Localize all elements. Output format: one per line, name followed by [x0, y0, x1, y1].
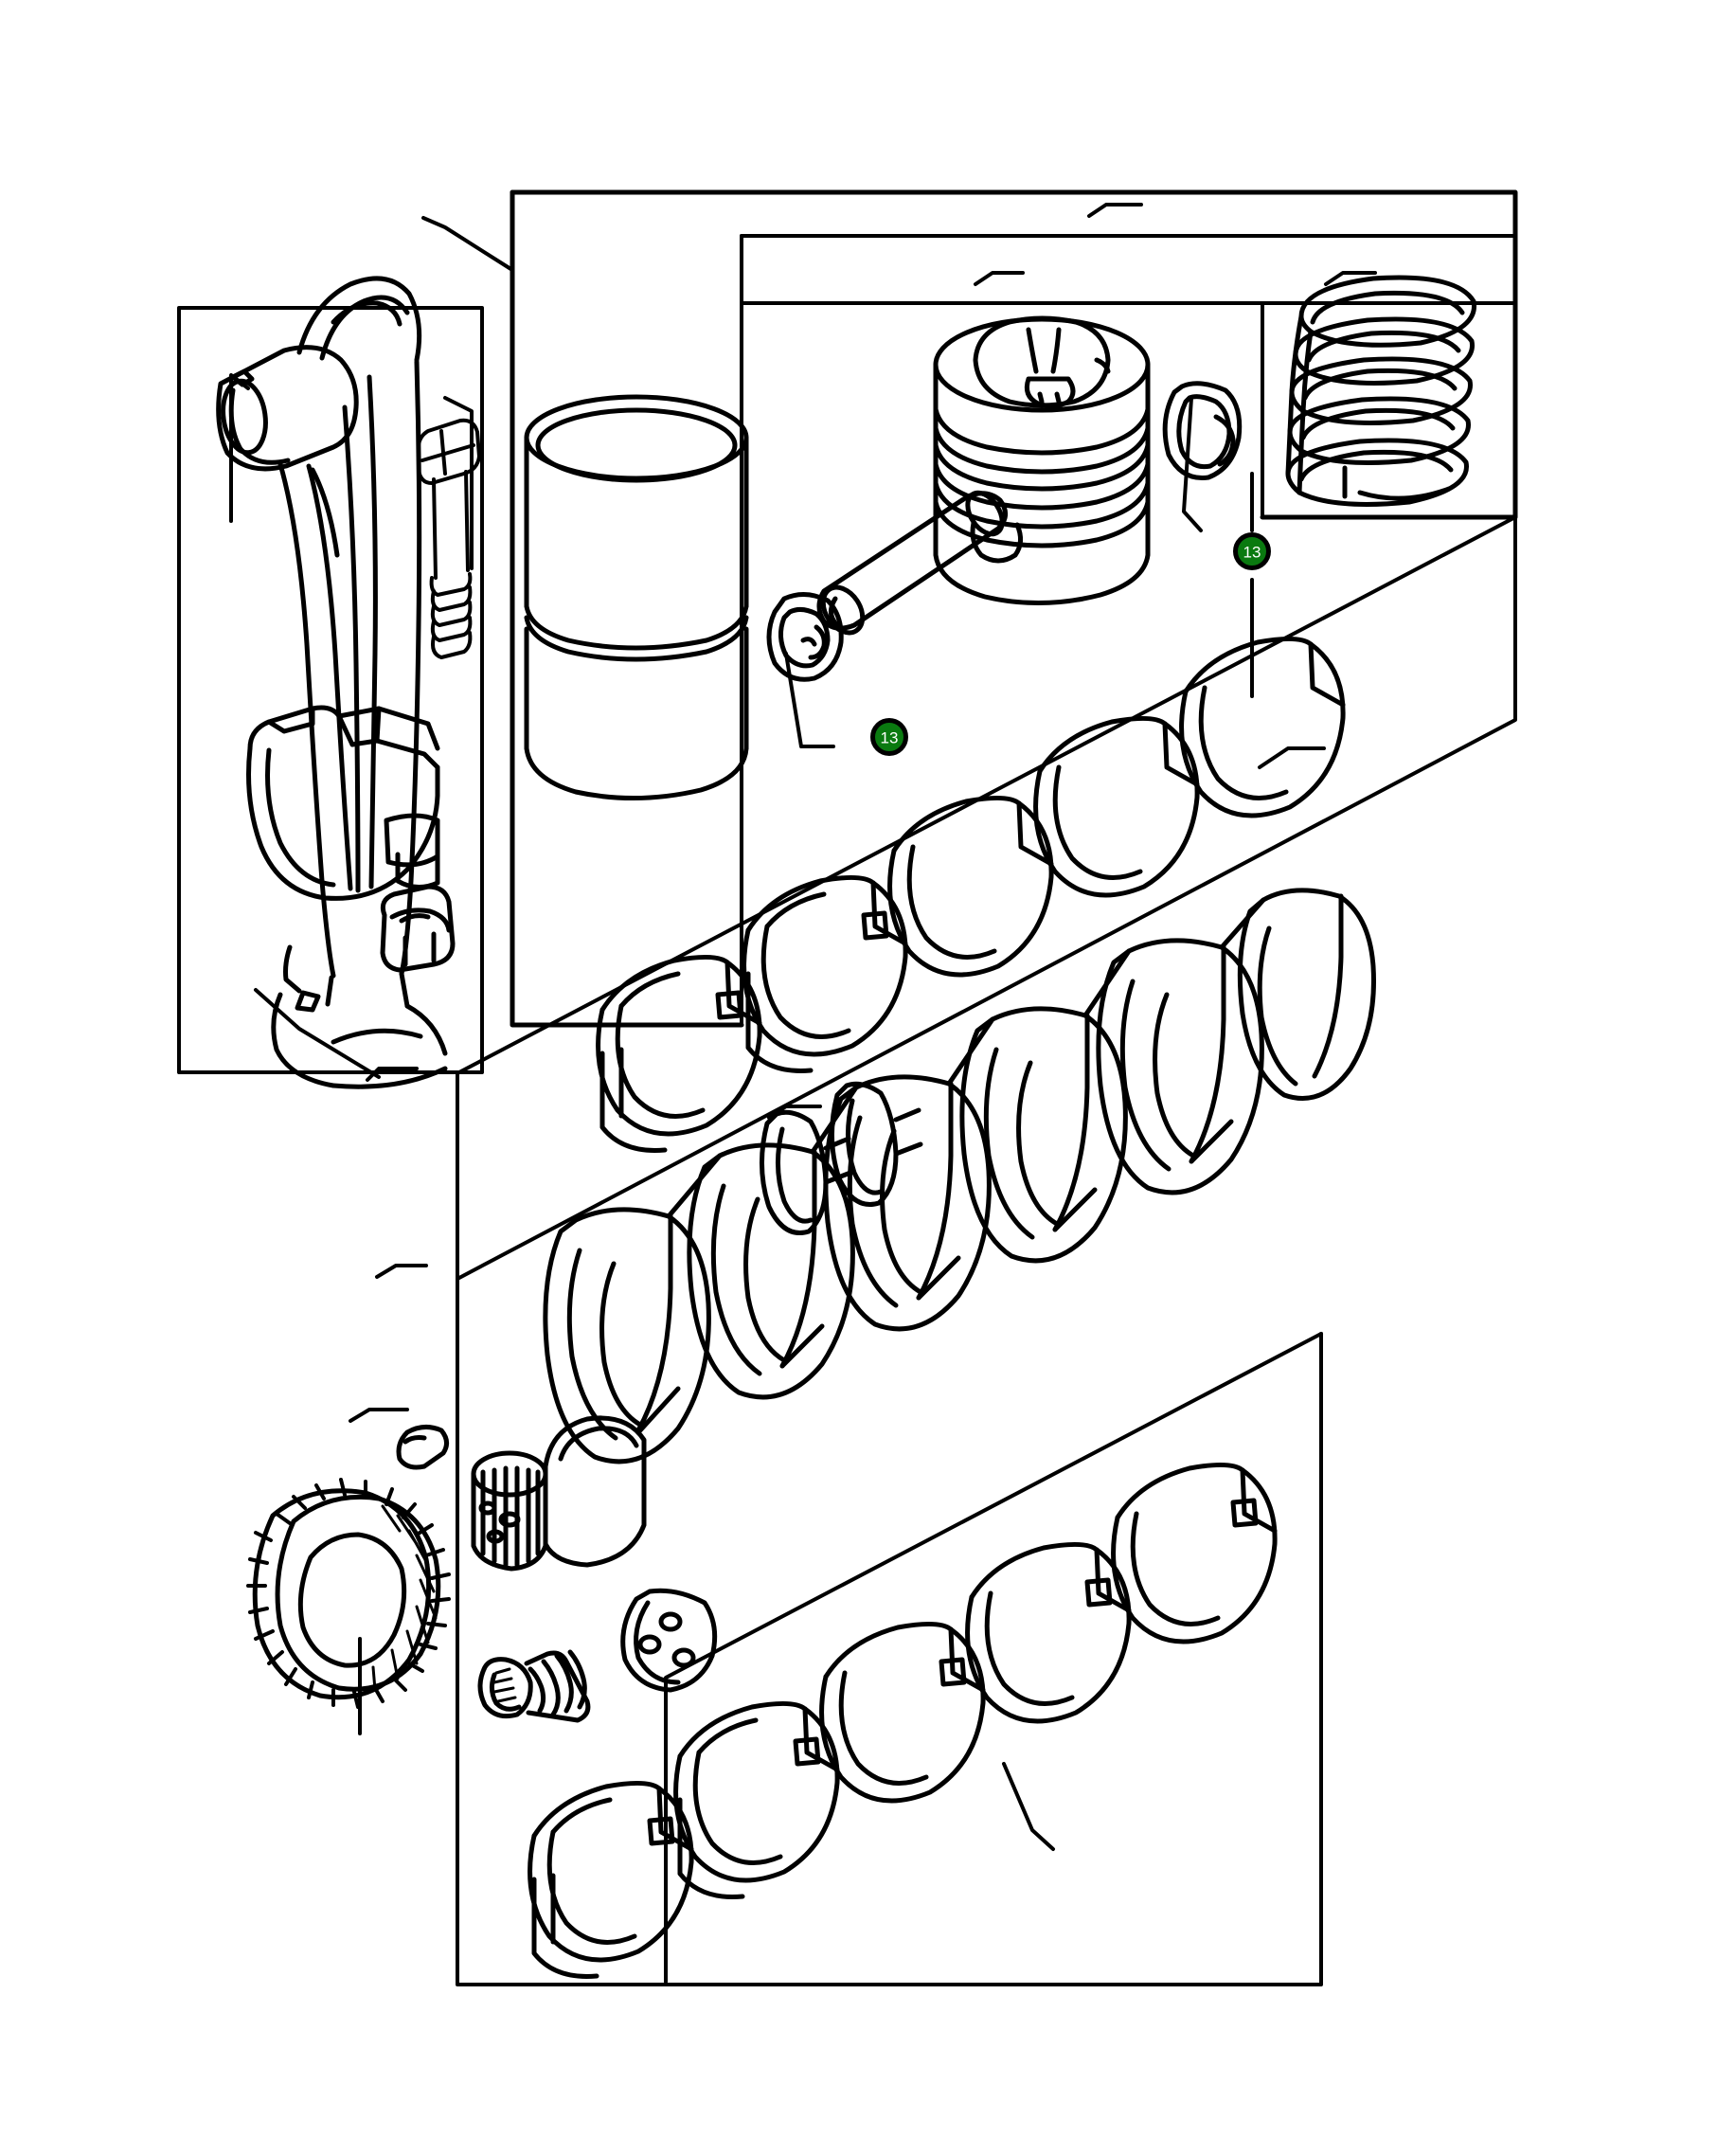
- part-connecting-rod-bolt: [416, 418, 481, 659]
- part-piston: [933, 315, 1151, 605]
- part-piston-ring-set: [1285, 275, 1477, 507]
- part-three-hole-washer: [620, 1588, 718, 1693]
- callout-marker-13-a-label: 13: [1243, 543, 1261, 561]
- callout-marker-13-b-label: 13: [880, 728, 899, 746]
- panel-liner-piston-outer: [510, 189, 1518, 1028]
- callout-marker-13-a[interactable]: 13: [1233, 532, 1271, 570]
- callout-marker-13-b[interactable]: 13: [870, 718, 908, 756]
- panel-crankshaft: [456, 1080, 1323, 1986]
- part-gudgeon-pin-circlip-left: [766, 592, 844, 682]
- leader-lines: [229, 203, 1377, 1851]
- panel-lower-bearing-shells: [664, 1332, 1323, 1984]
- part-gudgeon-pin-circlip-right: [1162, 381, 1243, 480]
- part-cylinder-liner: [524, 394, 749, 800]
- group-big-end-bearing-shells: [528, 1463, 1278, 1979]
- part-flange-bolt: [477, 1649, 591, 1723]
- part-woodruff-key: [396, 1425, 449, 1470]
- group-main-bearing-shells: [596, 637, 1346, 1153]
- part-connecting-rod: [216, 276, 448, 1089]
- panel-connecting-rod: [177, 306, 484, 1074]
- part-crankshaft-gear: [246, 1478, 451, 1709]
- part-gudgeon-pin: [816, 490, 1008, 636]
- part-thrust-washer: [760, 1081, 923, 1235]
- part-connecting-rod-cap: [246, 705, 440, 901]
- part-connecting-rod-nut: [380, 884, 456, 973]
